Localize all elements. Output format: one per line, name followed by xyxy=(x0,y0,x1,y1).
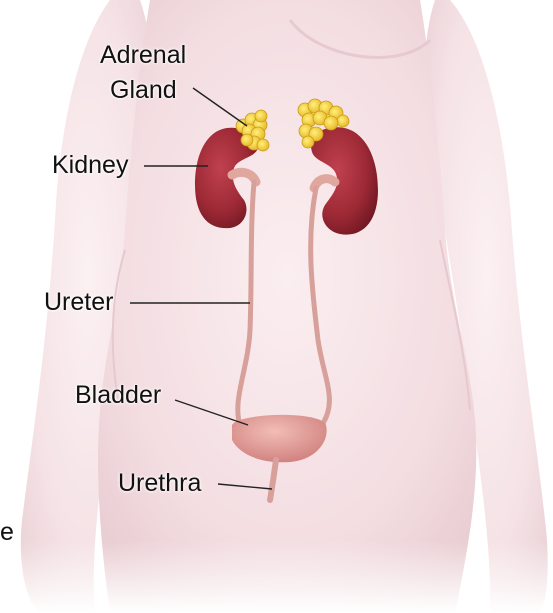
urethra-label: Urethra xyxy=(118,471,201,496)
adrenal-gland-label-line1: Adrenal xyxy=(100,43,186,68)
kidney-label: Kidney xyxy=(52,153,128,178)
bottom-fade xyxy=(0,540,553,613)
adrenal-gland-label-line2: Gland xyxy=(110,78,177,103)
ureter-label: Ureter xyxy=(44,290,113,315)
edge-text-fragment: e xyxy=(0,520,14,545)
bladder-label: Bladder xyxy=(75,383,161,408)
